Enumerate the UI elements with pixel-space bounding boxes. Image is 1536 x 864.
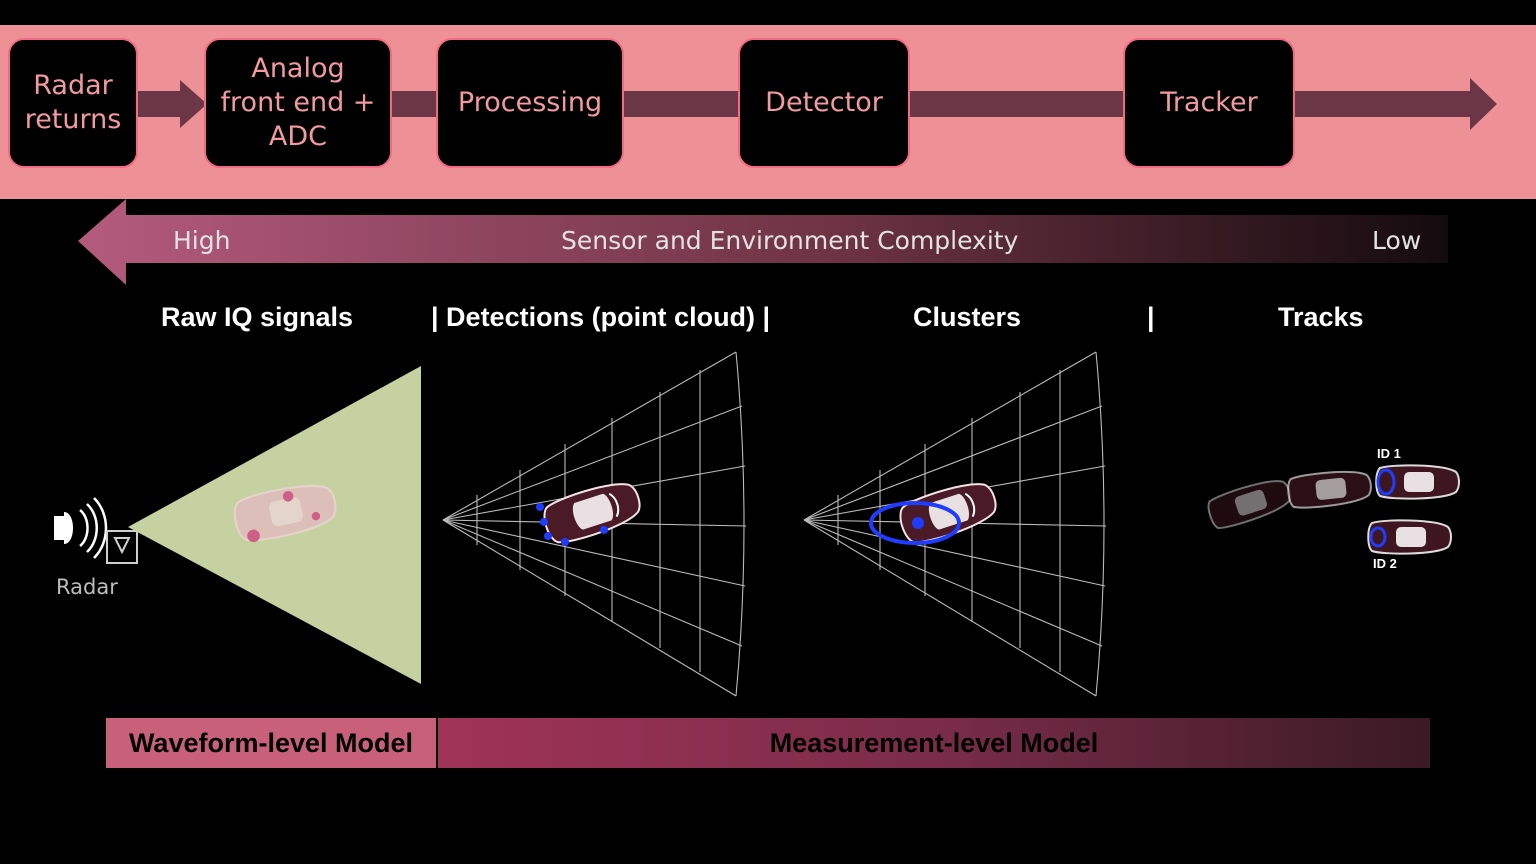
complexity-low-label: Low bbox=[1372, 226, 1422, 255]
radar-icon bbox=[54, 497, 138, 564]
section-title-clusters: Clusters bbox=[913, 302, 1022, 332]
output-arrow-shaft bbox=[1294, 91, 1474, 117]
connector-arrow-shaft bbox=[136, 91, 186, 117]
stage-processing: Processing bbox=[436, 38, 624, 168]
track-id-2: ID 2 bbox=[1373, 556, 1397, 571]
stage-tracker: Tracker bbox=[1123, 38, 1295, 168]
raw-iq-car bbox=[233, 484, 337, 543]
tracks-view bbox=[1204, 464, 1460, 555]
cluster-ellipse bbox=[869, 501, 961, 545]
complexity-high-label: High bbox=[173, 226, 231, 255]
connector bbox=[622, 91, 740, 117]
waveform-model-bar: Waveform-level Model bbox=[106, 718, 436, 768]
output-arrow-head bbox=[1470, 78, 1497, 130]
pipeline-connectors bbox=[136, 78, 1497, 130]
complexity-arrow bbox=[78, 199, 1448, 285]
track-id-1: ID 1 bbox=[1377, 446, 1401, 461]
connector-arrow-head bbox=[180, 80, 207, 128]
connector bbox=[909, 91, 1125, 117]
measurement-model-bar: Measurement-level Model bbox=[438, 718, 1430, 768]
detections-car bbox=[538, 474, 646, 549]
section-separator: | bbox=[1147, 302, 1155, 332]
stage-detector: Detector bbox=[738, 38, 910, 168]
connector bbox=[390, 91, 438, 117]
clusters-grid bbox=[803, 351, 1107, 697]
section-title-tracks: Tracks bbox=[1278, 302, 1364, 332]
radar-label: Radar bbox=[56, 575, 118, 599]
complexity-title: Sensor and Environment Complexity bbox=[561, 226, 1019, 255]
section-title-detections: | Detections (point cloud) | bbox=[431, 302, 771, 332]
cluster-centroid bbox=[912, 517, 924, 529]
section-title-raw-iq: Raw IQ signals bbox=[161, 302, 354, 332]
point-cloud bbox=[536, 503, 608, 546]
